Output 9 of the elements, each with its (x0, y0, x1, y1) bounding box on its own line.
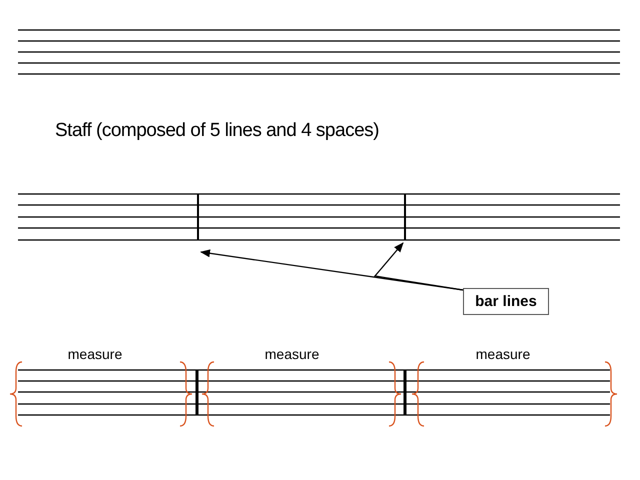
measure-label: measure (264, 346, 320, 362)
callout-box: bar lines (463, 288, 549, 315)
bar-line (404, 194, 406, 240)
leader-line (200, 249, 464, 291)
measure-label: measure (66, 346, 124, 362)
measure-label: measure (474, 346, 532, 362)
staff-caption: Staff (composed of 5 lines and 4 spaces) (55, 120, 379, 142)
leader-line (374, 242, 464, 291)
bar-line (197, 194, 199, 240)
